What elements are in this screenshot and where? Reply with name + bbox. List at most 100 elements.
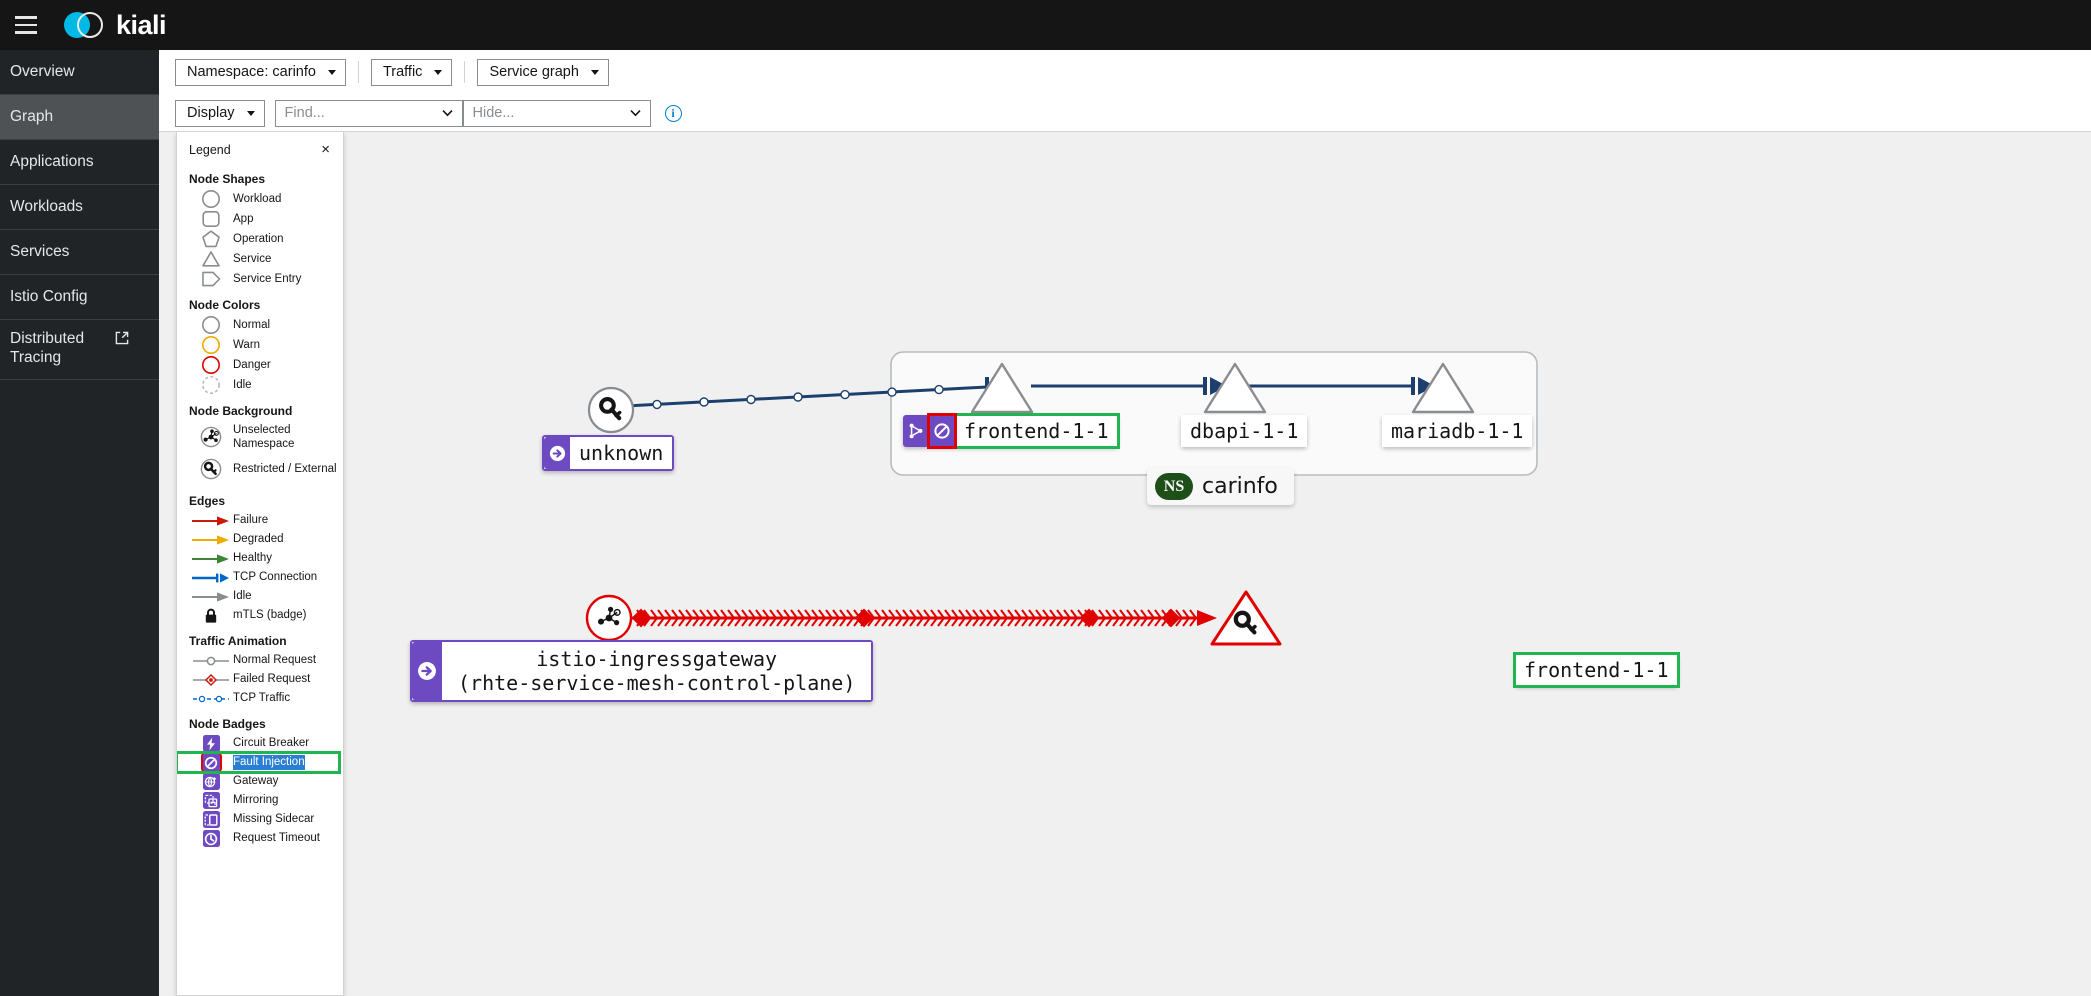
info-icon[interactable]: i xyxy=(664,104,682,122)
legend-section-heading: Traffic Animation xyxy=(189,634,287,648)
circle-dashed-icon xyxy=(189,375,233,395)
node-label-istio-ingressgateway[interactable]: istio-ingressgateway (rhte-service-mesh-… xyxy=(410,640,874,702)
legend-row: Failed Request xyxy=(177,670,343,689)
node-label-frontend-bottom[interactable]: frontend-1-1 xyxy=(1513,652,1680,688)
node-label-text: dbapi-1-1 xyxy=(1181,415,1308,447)
find-input[interactable] xyxy=(275,100,436,126)
legend-row-label: Service Entry xyxy=(233,272,302,285)
namespace-name: carinfo xyxy=(1202,474,1278,499)
node-label-frontend-top[interactable]: frontend-1-1 xyxy=(903,413,1120,449)
hamburger-icon[interactable] xyxy=(0,0,52,50)
legend-row: Normal Request xyxy=(177,651,343,670)
badge-gateway-icon xyxy=(189,773,233,790)
legend-row: TCP Connection xyxy=(177,568,343,587)
legend-row: Restricted / External xyxy=(177,453,343,485)
legend-title: Legend xyxy=(189,142,231,157)
legend-row-label: Failure xyxy=(233,514,269,527)
anim-normal-icon xyxy=(189,654,233,668)
brand-name: kiali xyxy=(116,9,167,40)
legend-row: Idle xyxy=(177,587,343,606)
sidebar-nav: Overview Graph Applications Workloads Se… xyxy=(0,50,159,996)
sidebar-item-istio-config[interactable]: Istio Config xyxy=(0,275,159,320)
find-dropdown-toggle[interactable] xyxy=(436,101,460,126)
circle-icon xyxy=(189,355,233,375)
close-icon[interactable]: × xyxy=(321,141,330,158)
circle-icon xyxy=(189,315,233,335)
edge-tcp-unknown-frontend xyxy=(625,385,988,408)
legend-row: Healthy xyxy=(177,549,343,568)
node-label-text: unknown xyxy=(570,437,673,469)
legend-row-label: Missing Sidecar xyxy=(233,813,315,826)
node-label-text: frontend-1-1 xyxy=(1513,652,1680,688)
sidebar-item-label: Services xyxy=(10,243,70,261)
badge-timeout-icon xyxy=(189,830,233,847)
legend-section-heading: Node Shapes xyxy=(189,172,266,186)
sidebar-item-label: Applications xyxy=(10,153,94,171)
sidebar-item-applications[interactable]: Applications xyxy=(0,140,159,185)
legend-row: Circuit Breaker xyxy=(177,734,343,753)
sidebar-item-workloads[interactable]: Workloads xyxy=(0,185,159,230)
legend-section-heading: Node Background xyxy=(189,404,293,418)
sidebar-item-overview[interactable]: Overview xyxy=(0,50,159,95)
edge-failure-animation xyxy=(631,608,1198,628)
arrow-icon xyxy=(189,590,233,604)
node-label-unknown[interactable]: unknown xyxy=(542,435,675,471)
sidebar-item-services[interactable]: Services xyxy=(0,230,159,275)
brand-logo-group[interactable]: kiali xyxy=(64,9,167,41)
legend-row: Warn xyxy=(177,335,343,355)
chevron-down-icon xyxy=(246,110,255,116)
sidebar-item-graph[interactable]: Graph xyxy=(0,95,159,140)
legend-section-heading: Node Badges xyxy=(189,717,266,731)
hide-input[interactable] xyxy=(463,100,624,126)
node-label-mariadb[interactable]: mariadb-1-1 xyxy=(1382,415,1533,447)
legend-row-label: Warn xyxy=(233,338,261,351)
legend-row-label: Restricted / External xyxy=(233,462,337,475)
legend-row: Missing Sidecar xyxy=(177,810,343,829)
anim-failed-icon xyxy=(189,673,233,687)
node-label-text: frontend-1-1 xyxy=(953,413,1120,449)
kiali-logo-icon xyxy=(64,10,106,40)
arrow-icon xyxy=(189,514,233,528)
badge-fault-icon xyxy=(189,752,233,773)
namespace-selector[interactable]: Namespace: carinfo xyxy=(175,58,346,86)
toolbar-divider xyxy=(357,61,359,83)
hide-dropdown-toggle[interactable] xyxy=(624,101,648,126)
legend-row-label: Normal xyxy=(233,318,271,331)
node-badges xyxy=(903,413,957,449)
legend-header: Legend × xyxy=(177,132,343,163)
virtual-service-icon xyxy=(903,415,929,447)
legend-row: mTLS (badge) xyxy=(177,606,343,625)
graph-type-selector[interactable]: Service graph xyxy=(477,58,609,86)
legend-row: Unselected Namespace xyxy=(177,421,343,453)
toolbar-divider xyxy=(464,61,466,83)
legend-row-label: Service xyxy=(233,252,272,265)
legend-row-label: mTLS (badge) xyxy=(233,609,307,622)
legend-section-heading: Edges xyxy=(189,494,226,508)
namespace-box-badge[interactable]: NS carinfo xyxy=(1147,468,1294,505)
legend-row-label: Unselected Namespace xyxy=(233,423,295,450)
display-menu-button[interactable]: Display xyxy=(175,99,265,127)
badge-sidecar-icon xyxy=(189,811,233,828)
node-label-line2: (rhte-service-mesh-control-plane) xyxy=(458,671,856,695)
legend-row-label: Fault Injection xyxy=(233,755,305,770)
edge-failure-arrowhead xyxy=(1197,610,1217,626)
sidebar-item-label: Istio Config xyxy=(10,288,88,306)
node-label-dbapi[interactable]: dbapi-1-1 xyxy=(1181,415,1308,447)
arrow-tcp-icon xyxy=(189,571,233,585)
anim-tcp-icon xyxy=(189,692,233,706)
legend-row: Operation xyxy=(177,229,343,249)
node-service-frontend-bottom xyxy=(1210,590,1282,646)
key-icon xyxy=(1233,610,1257,635)
namespace-abbrev-badge: NS xyxy=(1155,473,1193,500)
node-service-mariadb xyxy=(1411,362,1475,414)
edge-tcp-arrowhead-3 xyxy=(1411,377,1435,395)
node-label-text-block: istio-ingressgateway (rhte-service-mesh-… xyxy=(442,642,872,700)
circle-icon xyxy=(189,335,233,355)
badge-bolt-icon xyxy=(189,735,233,752)
arrow-icon xyxy=(189,552,233,566)
chevron-down-icon xyxy=(434,69,443,75)
sidebar-item-distributed-tracing[interactable]: Distributed Tracing xyxy=(0,320,159,380)
graph-canvas[interactable]: unknown fro xyxy=(159,132,2091,996)
traffic-selector[interactable]: Traffic xyxy=(370,58,453,86)
legend-row-label: Workload xyxy=(233,192,282,205)
